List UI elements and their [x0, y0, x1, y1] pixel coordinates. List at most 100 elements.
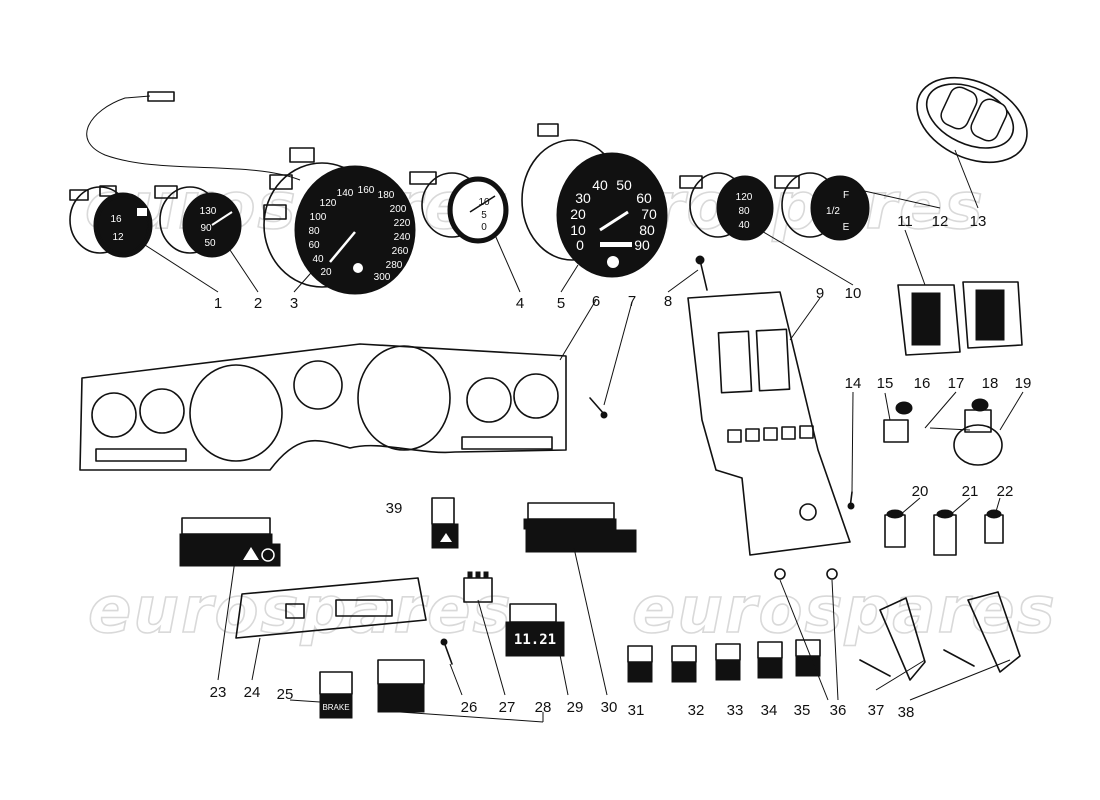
led-display-readout: 11.21	[514, 632, 556, 648]
dial-mark: 100	[310, 212, 327, 223]
dial-mark: 50	[204, 238, 216, 249]
part-number: 28	[535, 699, 552, 716]
gauge-part-2: 130 90 50	[154, 185, 242, 258]
small-switches-31-35	[627, 639, 821, 683]
watermark-text: eurospares	[632, 574, 1057, 648]
console-bracket-part-9	[687, 291, 851, 556]
dial-mark: 30	[575, 190, 591, 206]
dial-mark: E	[843, 222, 850, 233]
dial-mark: 60	[308, 240, 320, 251]
part-number: 31	[628, 702, 645, 719]
dial-mark: 80	[738, 206, 750, 217]
part-number: 7	[628, 293, 636, 310]
screw-part-26	[440, 638, 453, 665]
gauge-part-10: 120 80 40	[679, 172, 774, 241]
dial-mark: 120	[320, 198, 337, 209]
pedal-parts-37-38	[859, 591, 1021, 681]
brake-switch-label: BRAKE	[322, 703, 349, 712]
gauge-part-1: 16 12	[69, 185, 153, 258]
part-number: 38	[898, 704, 915, 721]
part-number: 33	[727, 702, 744, 719]
part-number: 39	[386, 500, 403, 517]
switch-part-39	[431, 497, 459, 549]
led-display-part-29: 11.21	[505, 603, 565, 657]
part-number: 4	[516, 295, 524, 312]
part-number: 17	[948, 375, 965, 392]
dashboard-panel-part-6	[79, 343, 567, 471]
speedo-cable	[86, 95, 301, 181]
switch-bank-part-30	[523, 502, 637, 553]
part-number: 22	[997, 483, 1014, 500]
dial-mark: 80	[308, 226, 320, 237]
watermark-text: eurospares	[88, 574, 513, 648]
dial-mark: F	[843, 190, 849, 201]
part-number: 11	[897, 213, 913, 230]
dial-mark: 5	[481, 210, 487, 221]
part-number: 26	[461, 699, 478, 716]
vent-part-13	[916, 76, 1028, 164]
part-number: 8	[664, 293, 672, 310]
brake-switch-part-25: BRAKE	[319, 671, 353, 719]
gauge-part-12: F 1/2 E	[774, 172, 870, 241]
part-number: 34	[761, 702, 778, 719]
lamp-parts-20-22	[884, 509, 1004, 556]
dial-mark: 70	[641, 206, 657, 222]
part-number: 3	[290, 295, 298, 312]
part-number: 19	[1015, 375, 1032, 392]
speedometer-part-3: 140 160 180 120 200 100 220 80 240 60 26…	[263, 147, 416, 295]
part-number: 30	[601, 699, 618, 716]
connector-part-27	[463, 571, 493, 603]
part-number: 20	[912, 483, 929, 500]
dial-mark: 280	[386, 260, 403, 271]
part-number: 37	[868, 702, 885, 719]
part-number: 27	[499, 699, 516, 716]
screw-part-7	[589, 397, 608, 419]
part-number: 6	[592, 293, 600, 310]
dial-mark: 40	[312, 254, 324, 265]
cable-connector	[147, 91, 175, 102]
tachometer-part-5: 40 50 30 60 20 70 10 80 0 90	[521, 123, 668, 278]
switch-part-28	[377, 659, 425, 713]
part-number: 12	[932, 213, 949, 230]
part-number: 14	[845, 375, 862, 392]
part-number: 15	[877, 375, 894, 392]
dial-mark: 80	[639, 222, 655, 238]
dial-mark: 16	[110, 214, 122, 225]
part-number-labels: 1 2 3 4 5 6 7 8 9 10 11 12 13 14 15 16 1…	[210, 213, 1032, 721]
bulb-part-36	[774, 568, 838, 580]
leader-lines	[144, 149, 1024, 723]
switch-housing-part-11	[897, 281, 1023, 356]
part-number: 16	[914, 375, 931, 392]
part-number: 9	[816, 285, 824, 302]
part-number: 29	[567, 699, 584, 716]
dial-mark: 60	[636, 190, 652, 206]
part-number: 10	[845, 285, 862, 302]
switch-parts-15-19	[883, 398, 1003, 466]
dial-mark: 120	[736, 192, 753, 203]
dial-mark: 140	[337, 188, 354, 199]
dial-mark: 130	[200, 206, 217, 217]
part-number: 2	[254, 295, 262, 312]
part-number: 25	[277, 686, 294, 703]
dial-mark: 240	[394, 232, 411, 243]
dial-mark: 220	[394, 218, 411, 229]
dial-mark: 40	[592, 177, 608, 193]
dial-mark: 1/2	[826, 206, 840, 217]
dial-mark: 90	[634, 237, 650, 253]
lower-panel-part-24	[235, 577, 427, 639]
dial-mark: 40	[738, 220, 750, 231]
part-number: 1	[214, 295, 222, 312]
part-number: 32	[688, 702, 705, 719]
switch-bank-part-23	[179, 517, 281, 567]
dial-mark: 50	[616, 177, 632, 193]
dial-mark: 160	[358, 185, 375, 196]
dial-mark: 0	[576, 237, 584, 253]
dial-mark: 20	[570, 206, 586, 222]
part-number: 21	[962, 483, 979, 500]
dial-mark: 10	[570, 222, 586, 238]
screw-part-14	[847, 491, 855, 510]
dial-mark: 90	[200, 223, 212, 234]
dial-mark: 180	[378, 190, 395, 201]
screw-part-8	[695, 255, 708, 291]
part-number: 18	[982, 375, 999, 392]
